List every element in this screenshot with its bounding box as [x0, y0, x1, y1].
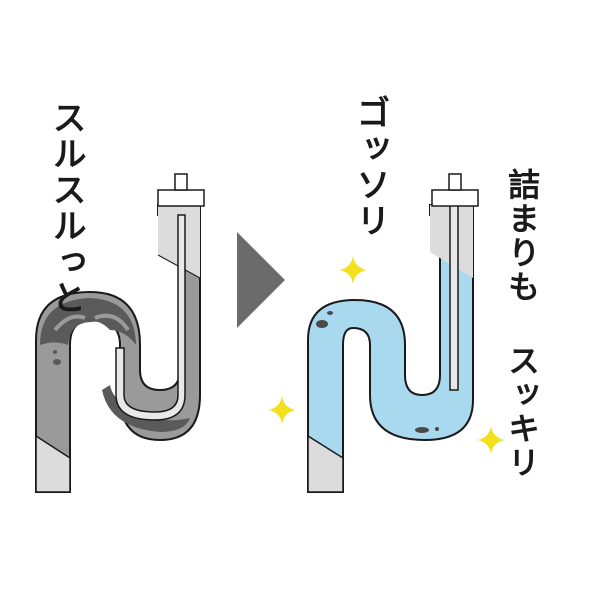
after-caption-top: ゴッソリ	[350, 95, 390, 239]
sparkle-icon	[339, 256, 367, 284]
before-pipe-cap	[157, 189, 205, 207]
sparkle-icon	[268, 396, 296, 424]
before-caption: スルスルっと	[46, 100, 86, 316]
arrow-right-icon	[237, 232, 285, 328]
after-pipe-cap	[431, 189, 479, 207]
before-pipe	[35, 173, 205, 493]
sparkles	[268, 256, 505, 454]
after-caption-side: 詰まりも スッキリ	[503, 168, 541, 480]
sparkle-icon	[477, 426, 505, 454]
debris	[316, 320, 328, 328]
after-pipe	[307, 173, 479, 493]
